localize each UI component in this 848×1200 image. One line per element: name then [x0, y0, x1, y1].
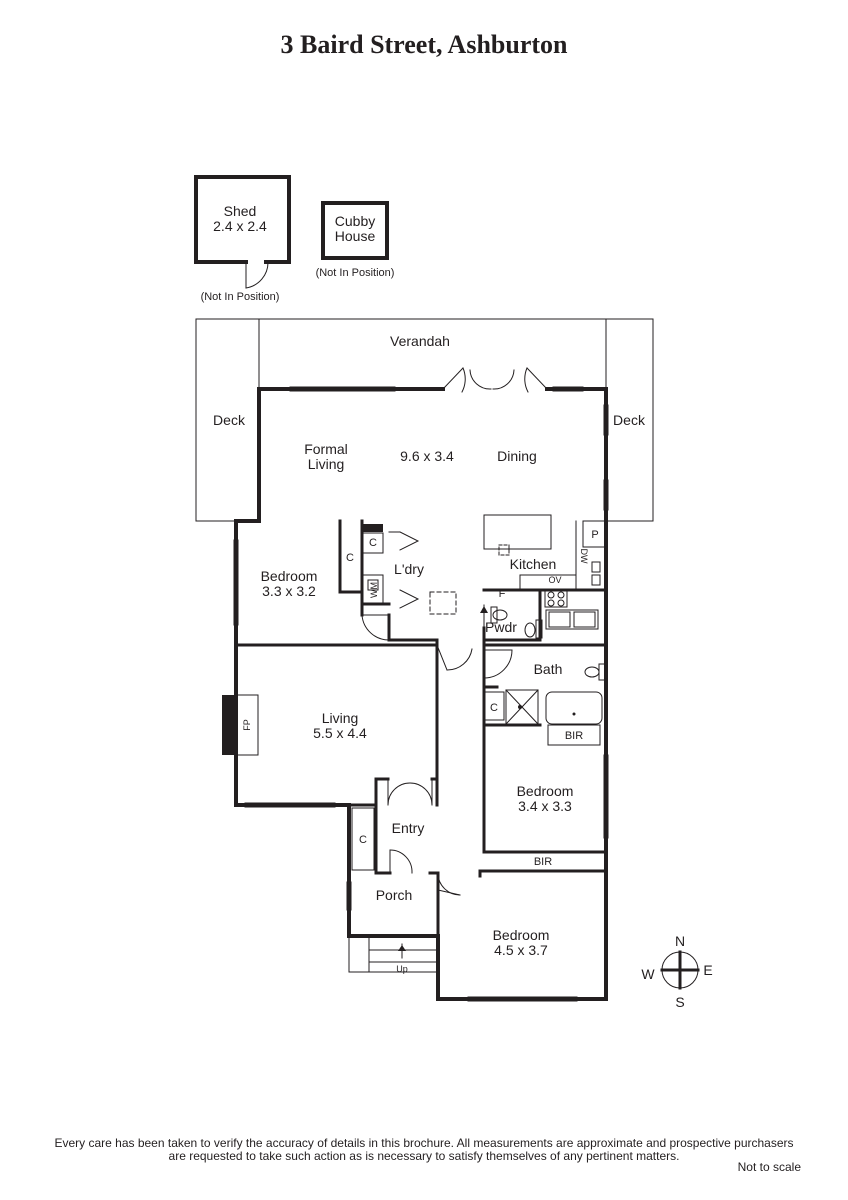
cubby-house	[321, 201, 389, 260]
wet-area-fixtures	[483, 606, 606, 746]
pantry-label: P	[591, 529, 598, 541]
dining-label: Dining	[497, 448, 537, 464]
up-arrow	[398, 945, 406, 951]
verandah-label: Verandah	[390, 333, 450, 349]
bir-east-label: BIR	[565, 730, 583, 742]
compass-east: E	[703, 962, 712, 978]
formal-living-label-1: Formal	[304, 441, 348, 457]
entry-cupboard-label: C	[359, 834, 367, 846]
compass-south: S	[675, 994, 684, 1010]
rear-doors	[442, 367, 548, 393]
wm-label: WM	[369, 582, 379, 598]
floor-plan: Shed 2.4 x 2.4 (Not In Position) Cubby H…	[194, 175, 713, 1010]
powder-label: Pwdr	[485, 619, 517, 635]
cubby-label-1: Cubby	[335, 213, 375, 229]
porch-label: Porch	[376, 887, 413, 903]
kitchen-label: Kitchen	[510, 556, 557, 572]
shed-note: (Not In Position)	[201, 291, 280, 303]
up-label: Up	[396, 964, 408, 974]
bath-label: Bath	[534, 661, 563, 677]
formal-living-label-2: Living	[308, 456, 345, 472]
shed-size: 2.4 x 2.4	[213, 218, 267, 234]
exterior-walls	[234, 387, 608, 1001]
disclaimer-line-1: Every care has been taken to verify the …	[54, 1136, 794, 1150]
cubby-label-2: House	[335, 228, 376, 244]
entry-label: Entry	[392, 820, 425, 836]
bedroom-south-size: 4.5 x 3.7	[494, 942, 548, 958]
laundry-label: L'dry	[394, 561, 424, 577]
deck-right-label: Deck	[613, 412, 646, 428]
plan-title: 3 Baird Street, Ashburton	[280, 30, 568, 59]
kitchen-bench	[498, 520, 607, 630]
bir-south-label: BIR	[534, 856, 552, 868]
shed	[194, 175, 291, 289]
bedroom-west-label: Bedroom	[261, 568, 318, 584]
cubby-note: (Not In Position)	[316, 267, 395, 279]
compass-north: N	[675, 933, 685, 949]
laundry-tub-block	[363, 524, 383, 532]
fireplace-hearth	[222, 695, 236, 755]
bedroom-west-size: 3.3 x 3.2	[262, 583, 316, 599]
solid-fills	[222, 524, 576, 951]
deck-left-label: Deck	[213, 412, 246, 428]
not-to-scale-label: Not to scale	[737, 1160, 801, 1174]
bedroom-east-size: 3.4 x 3.3	[518, 798, 572, 814]
entry-cupboard	[351, 807, 375, 871]
disclaimer: Every care has been taken to verify the …	[10, 1137, 838, 1163]
laundry-fixtures	[362, 532, 457, 615]
living-size: 5.5 x 4.4	[313, 725, 367, 741]
living-label: Living	[322, 710, 359, 726]
dw-label: DW	[579, 549, 589, 564]
laundry-cupboard: C	[369, 537, 377, 549]
living-dining-size: 9.6 x 3.4	[400, 448, 454, 464]
door-swings	[361, 531, 513, 896]
bedroom-east-label: Bedroom	[517, 783, 574, 799]
ov-label: OV	[548, 575, 561, 585]
bath-cupboard: C	[490, 702, 498, 714]
bedroom-south-label: Bedroom	[493, 927, 550, 943]
windows	[233, 386, 609, 1002]
bedroom-west-cupboard: C	[346, 552, 354, 564]
verandah-deck-outline	[195, 318, 654, 522]
porch-steps	[348, 935, 439, 973]
fridge-label: F	[499, 588, 506, 600]
disclaimer-line-2: are requested to take such action as is …	[168, 1149, 680, 1163]
kitchen-island	[483, 514, 552, 550]
compass-rose	[660, 950, 700, 990]
compass-west: W	[641, 966, 655, 982]
fireplace-label: FP	[242, 719, 252, 731]
shed-label: Shed	[224, 203, 257, 219]
entry-arrow	[480, 606, 488, 613]
